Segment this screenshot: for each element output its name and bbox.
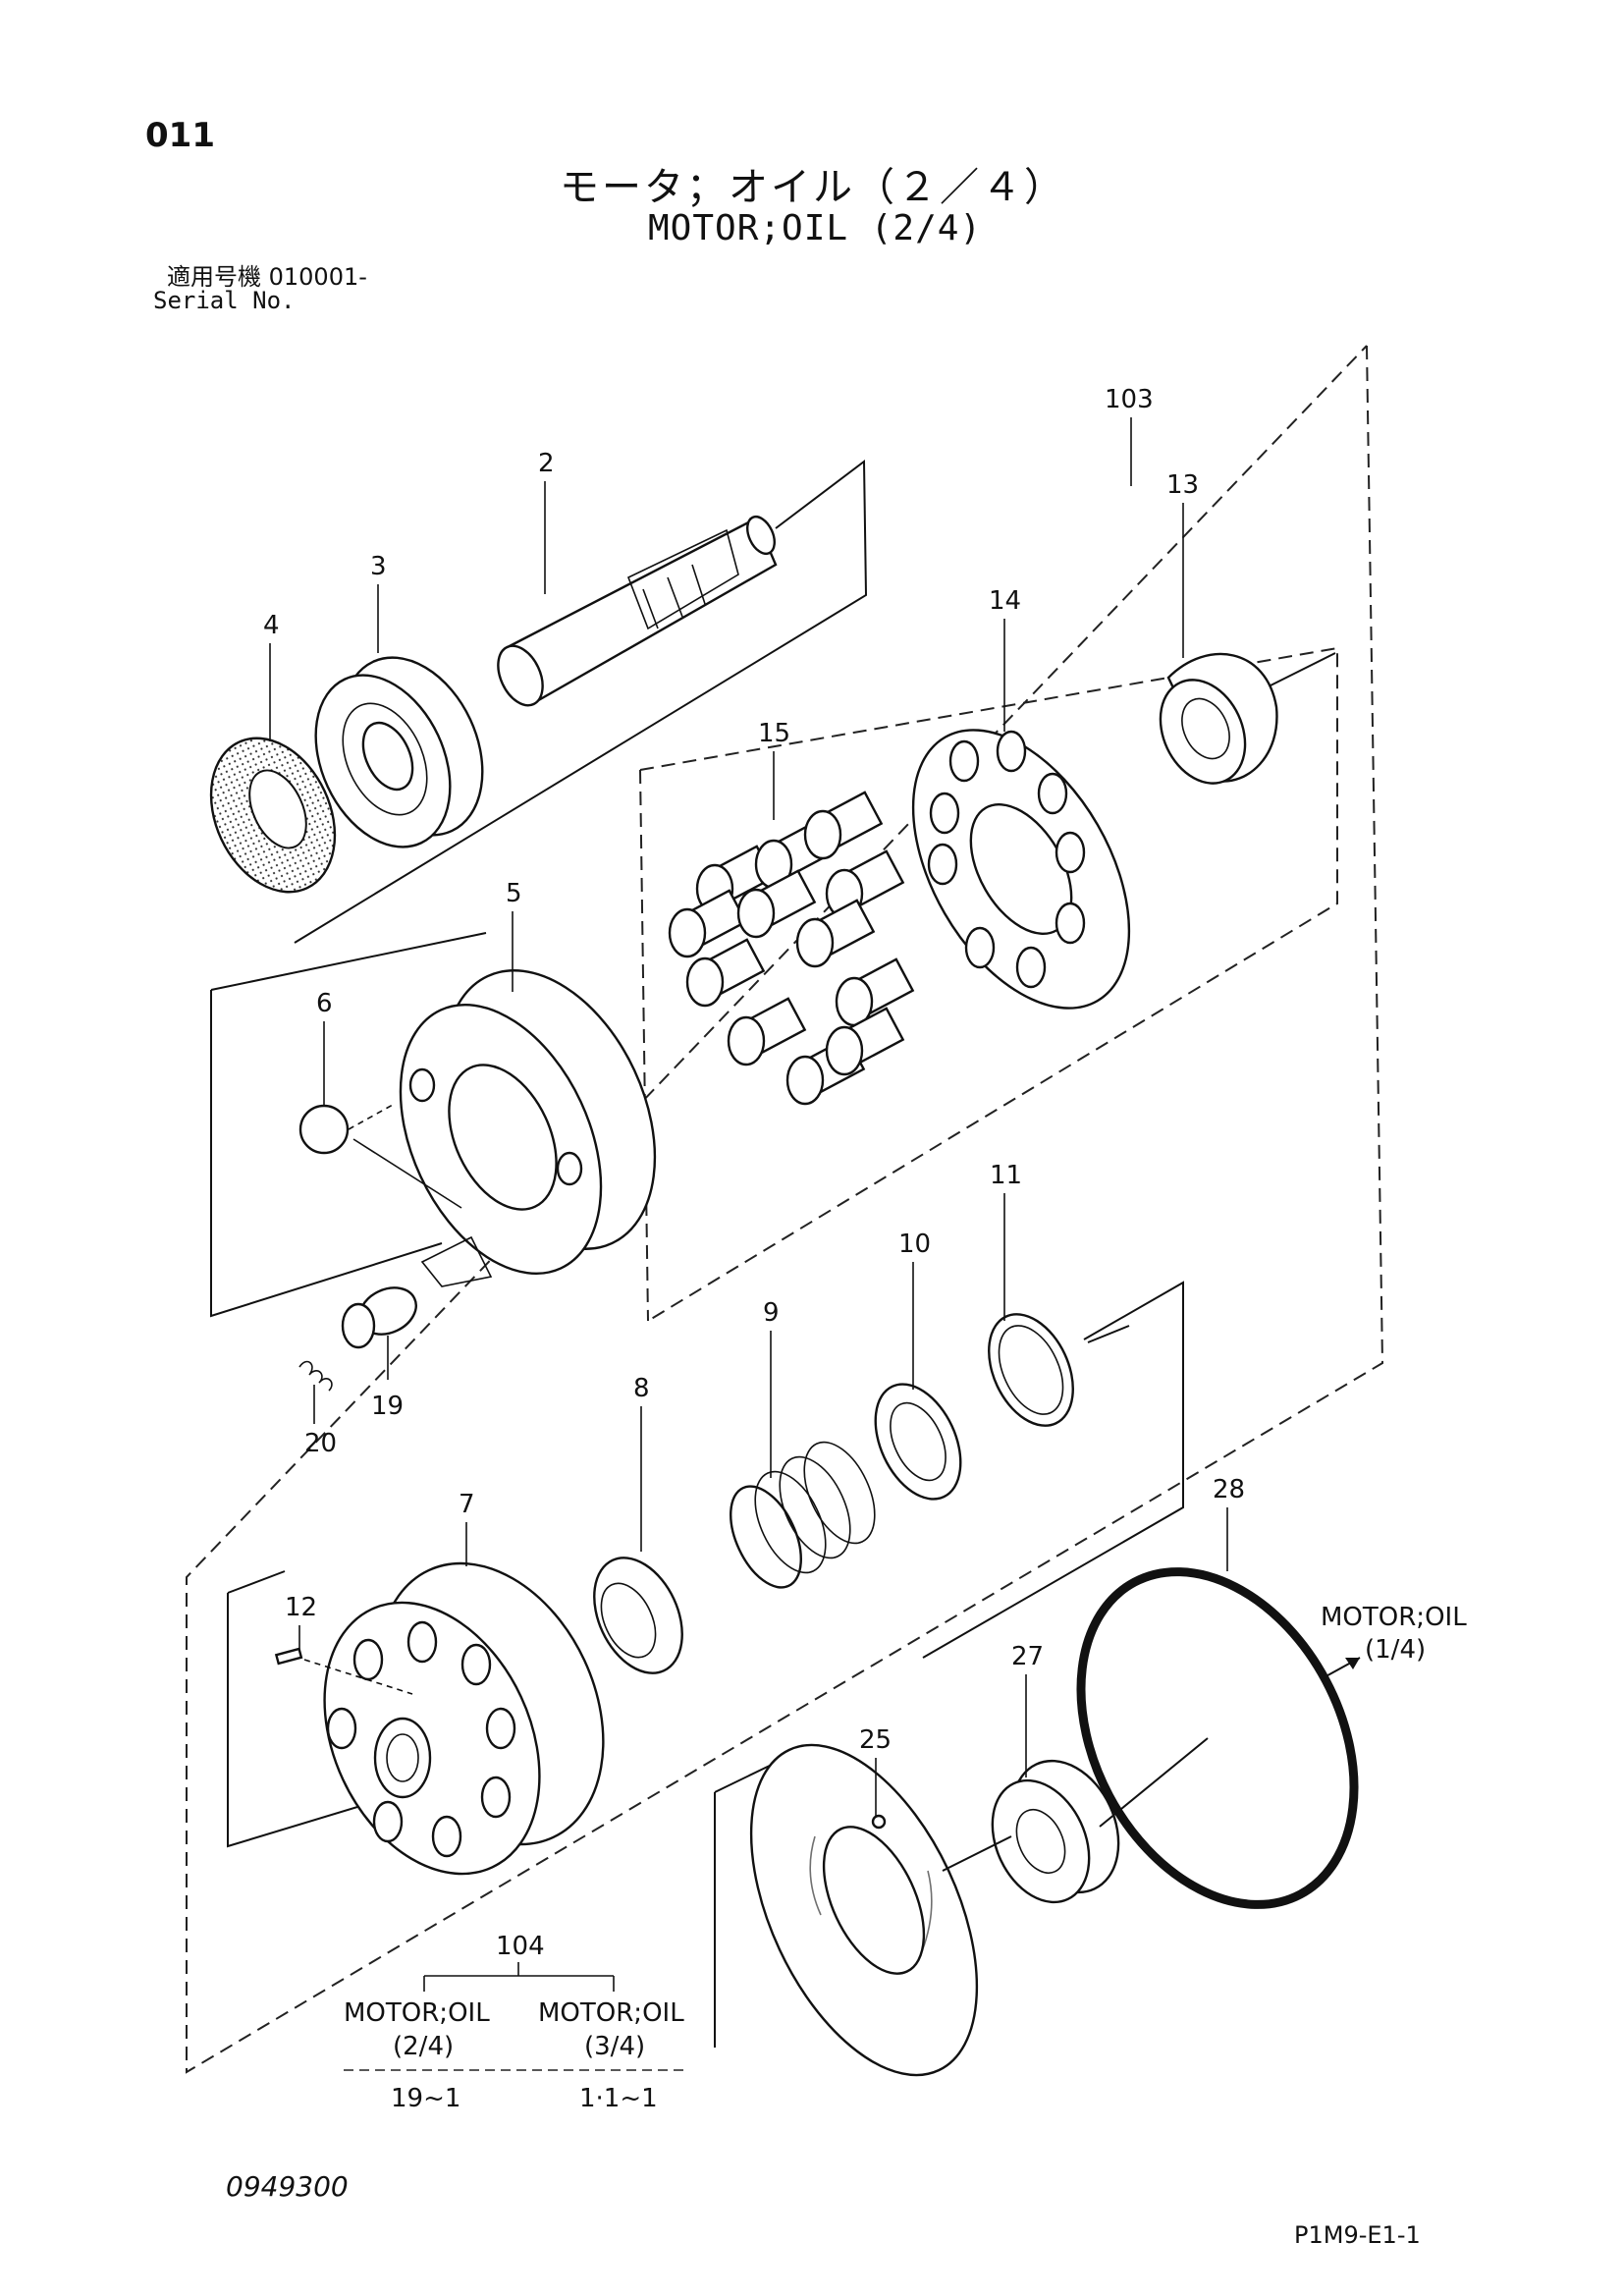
part-12-pin <box>274 1647 413 1695</box>
part-3-bearing <box>314 656 484 848</box>
table-104: 104 MOTOR;OIL MOTOR;OIL (2/4) (3/4) 19~1… <box>344 1932 687 2113</box>
callout-14: 14 <box>989 586 1021 616</box>
group-103-outline <box>186 345 1384 2074</box>
table-104-col2-name: MOTOR;OIL <box>538 1998 684 2028</box>
callout-leaders <box>269 417 1228 1817</box>
table-104-col2-range: 1·1~1 <box>579 2084 658 2113</box>
table-104-group: 104 <box>496 1932 545 1961</box>
callout-27: 27 <box>1011 1642 1044 1671</box>
callout-19: 19 <box>371 1392 404 1421</box>
part-8-collar <box>593 1557 683 1674</box>
callout-20: 20 <box>304 1429 337 1458</box>
serial-label-english: Serial No. <box>153 287 296 314</box>
part-13-bushing <box>1159 652 1278 785</box>
callout-2: 2 <box>538 449 555 478</box>
part-14-retainer-plate <box>911 729 1131 1010</box>
table-104-col1-name: MOTOR;OIL <box>344 1998 490 2028</box>
callout-103: 103 <box>1105 385 1154 414</box>
bracket-5 <box>210 932 487 991</box>
bracket-13 <box>1266 652 1336 688</box>
part-27-bearing <box>991 1759 1120 1904</box>
callout-11: 11 <box>990 1161 1022 1190</box>
page-code: 011 <box>145 116 215 155</box>
cross-ref-label-line2: (1/4) <box>1365 1635 1426 1665</box>
callout-12: 12 <box>285 1593 317 1622</box>
part-9-spring <box>730 1441 876 1589</box>
callout-9: 9 <box>763 1298 780 1328</box>
serial-label-japanese: 適用号機 010001- <box>167 263 367 291</box>
part-10-washer <box>874 1383 962 1501</box>
callout-25: 25 <box>859 1725 892 1755</box>
drawing-number: 0949300 <box>226 2170 349 2203</box>
callout-4: 4 <box>263 611 280 640</box>
part-20-spring <box>298 1360 333 1392</box>
part-6-ball <box>298 1104 462 1209</box>
part-11-snap-ring <box>988 1313 1074 1427</box>
table-104-col1-page: (2/4) <box>393 2032 454 2061</box>
cross-ref-label-line1: MOTOR;OIL <box>1321 1603 1467 1632</box>
callout-28: 28 <box>1213 1475 1245 1504</box>
part-4-oil-seal <box>209 737 337 894</box>
shaft-leader-box <box>294 460 868 944</box>
callout-15: 15 <box>758 719 790 748</box>
subgroup-outline <box>639 646 1338 1322</box>
part-5-holder <box>399 969 657 1287</box>
page-reference: P1M9-E1-1 <box>1294 2221 1421 2249</box>
table-104-col1-range: 19~1 <box>391 2084 460 2113</box>
title-japanese: モータ；オイル（２／４） <box>560 165 1066 210</box>
part-15-pistons <box>668 791 915 1106</box>
title-english: MOTOR;OIL (2/4) <box>648 208 983 248</box>
callout-3: 3 <box>370 552 387 581</box>
callout-7: 7 <box>459 1490 475 1519</box>
callout-13: 13 <box>1166 470 1199 500</box>
part-25-valve-plate <box>749 1743 979 2077</box>
callout-10: 10 <box>898 1230 931 1259</box>
part-2-shaft <box>497 515 778 707</box>
callout-8: 8 <box>633 1374 650 1403</box>
callout-6: 6 <box>316 989 333 1018</box>
part-7-cylinder-block <box>323 1561 605 1876</box>
bracket-11 <box>922 1281 1184 1659</box>
part-19-bush <box>341 1286 417 1349</box>
part-28-o-ring <box>1076 1567 1359 1909</box>
table-104-col2-page: (3/4) <box>584 2032 645 2061</box>
callout-5: 5 <box>506 879 522 908</box>
